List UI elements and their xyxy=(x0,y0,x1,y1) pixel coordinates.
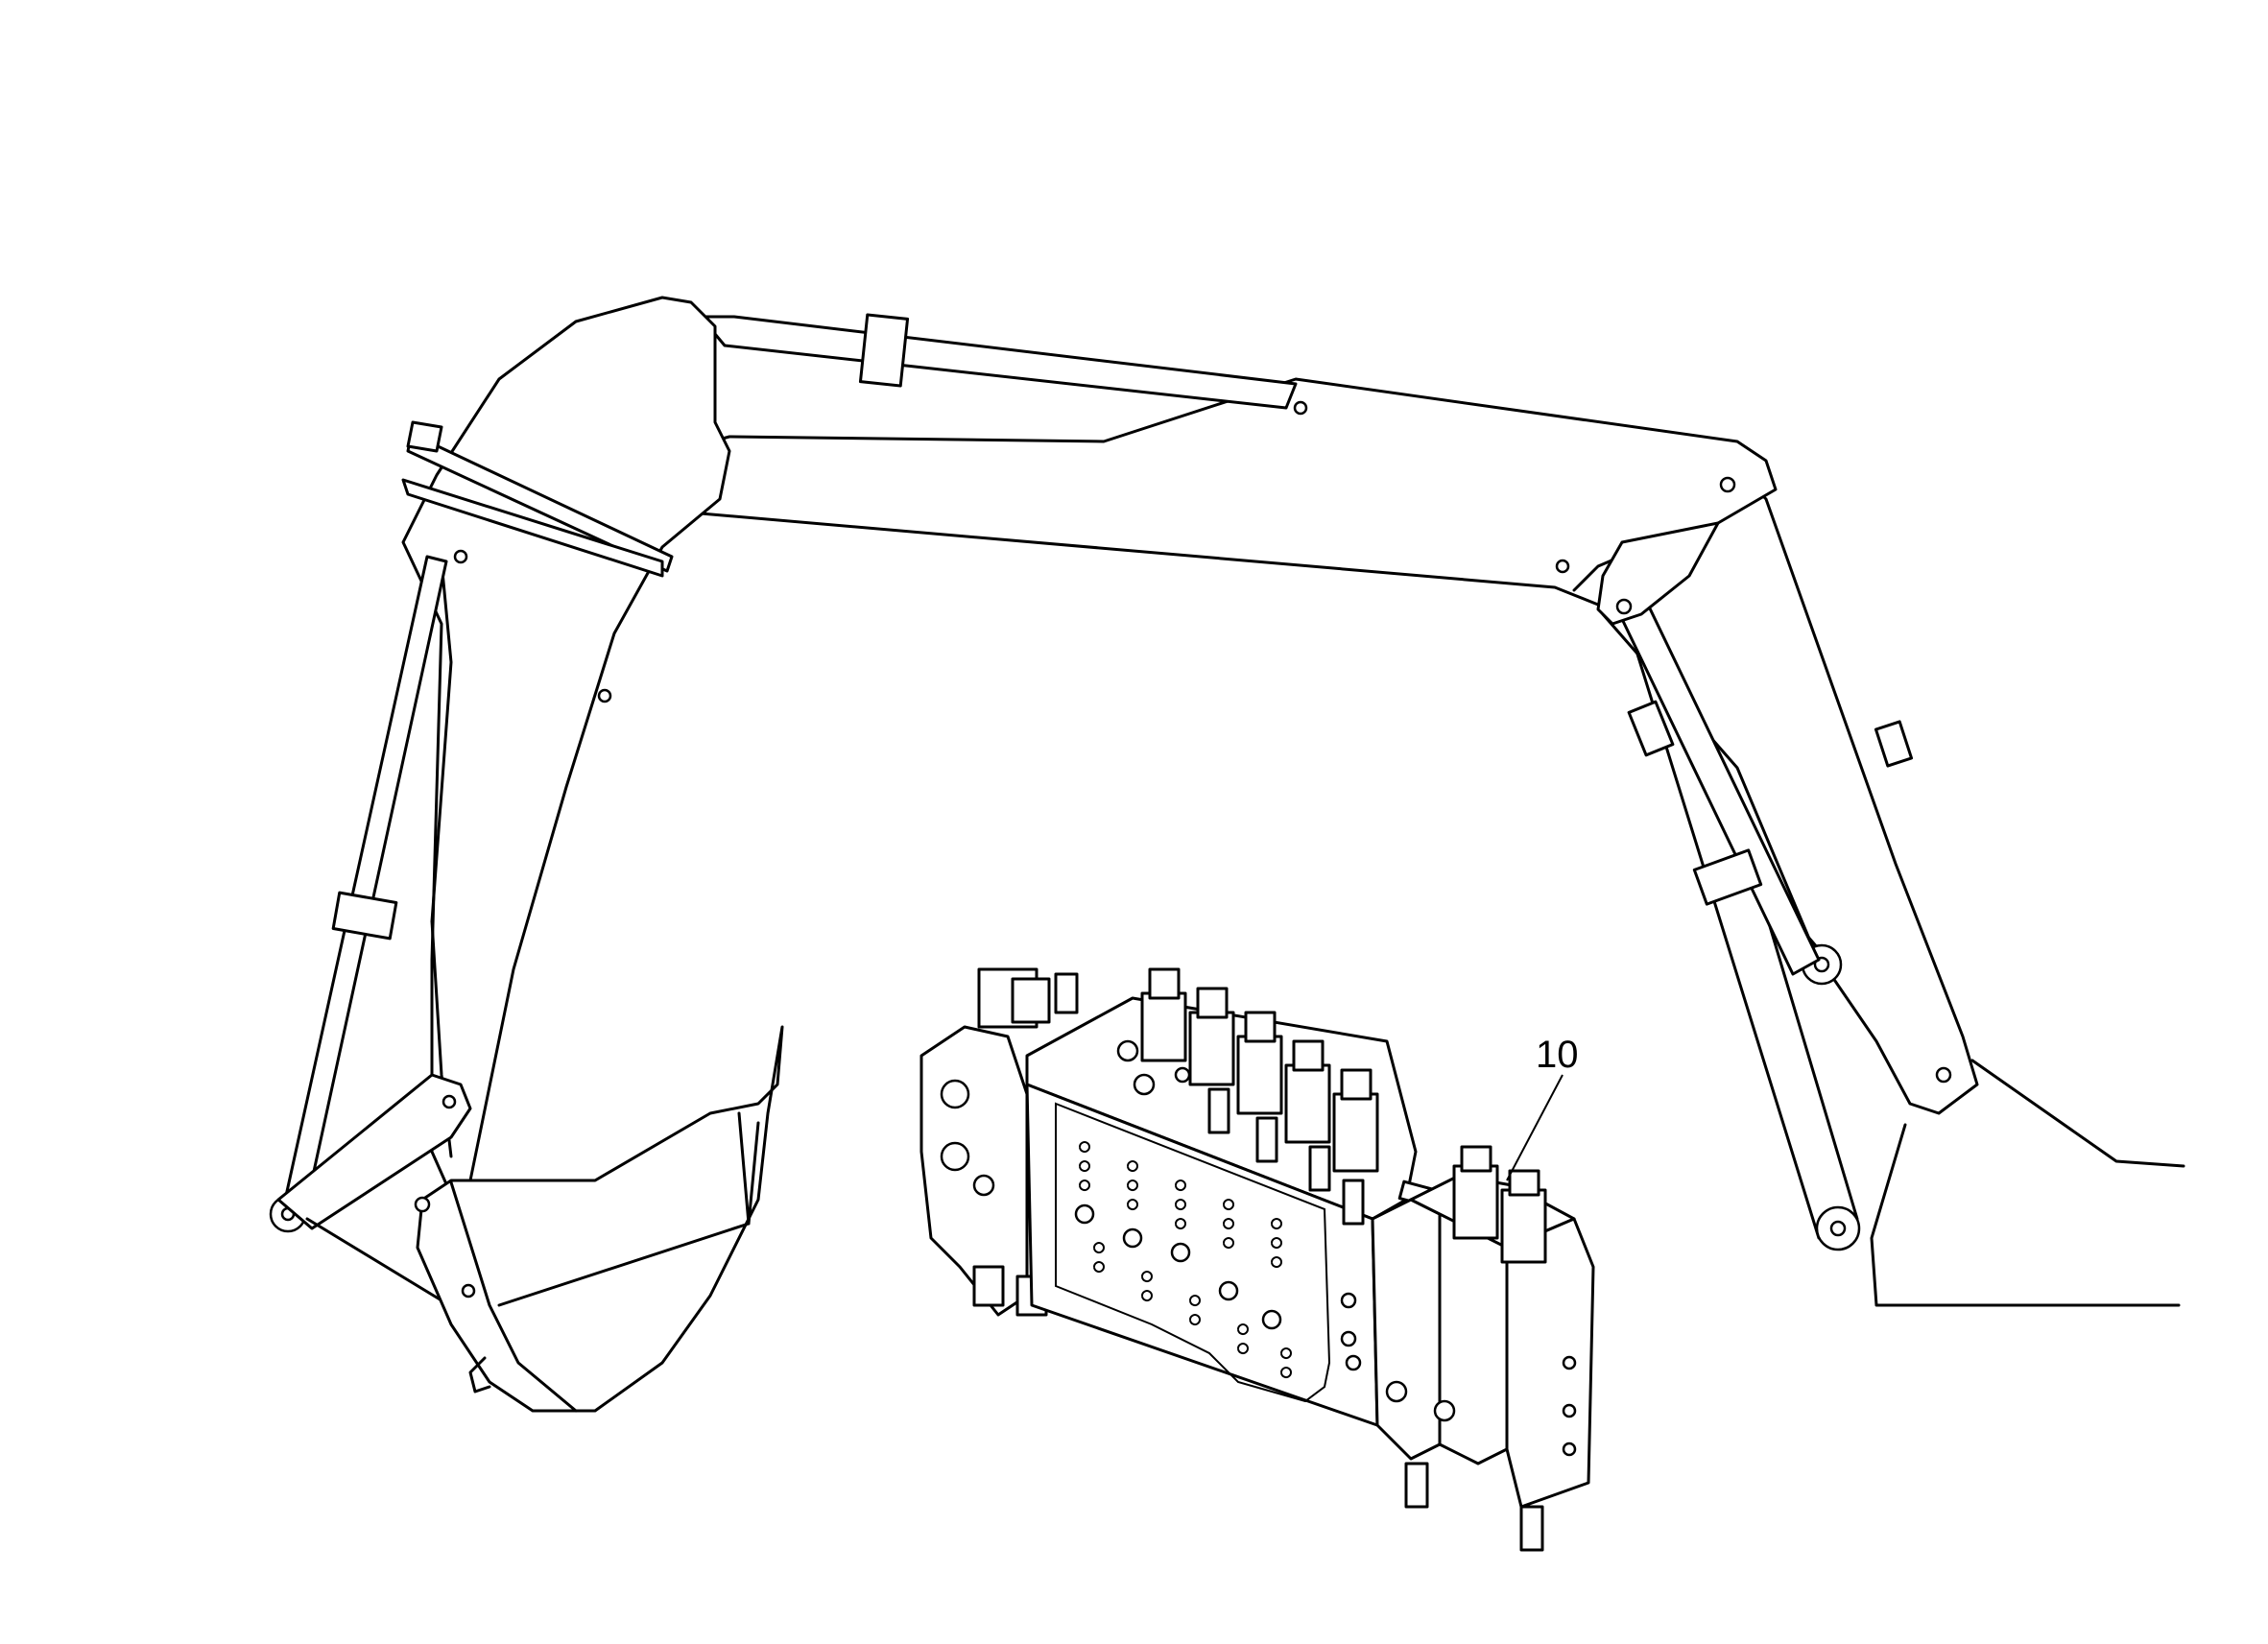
callout-label-10: 10 xyxy=(1536,1034,1579,1076)
spool-caps xyxy=(1140,967,1379,1173)
callout-10: 10 xyxy=(1506,1034,1579,1181)
bucket-linkage xyxy=(276,1073,472,1302)
port-markings xyxy=(1079,1141,1292,1379)
bucket-arm xyxy=(401,296,731,1197)
control-valve-block xyxy=(919,967,1595,1552)
bucket xyxy=(414,1025,784,1413)
machine-frame xyxy=(1870,1059,2185,1307)
dipper-arm xyxy=(665,377,1778,626)
arm-cylinder-top xyxy=(696,313,1298,410)
